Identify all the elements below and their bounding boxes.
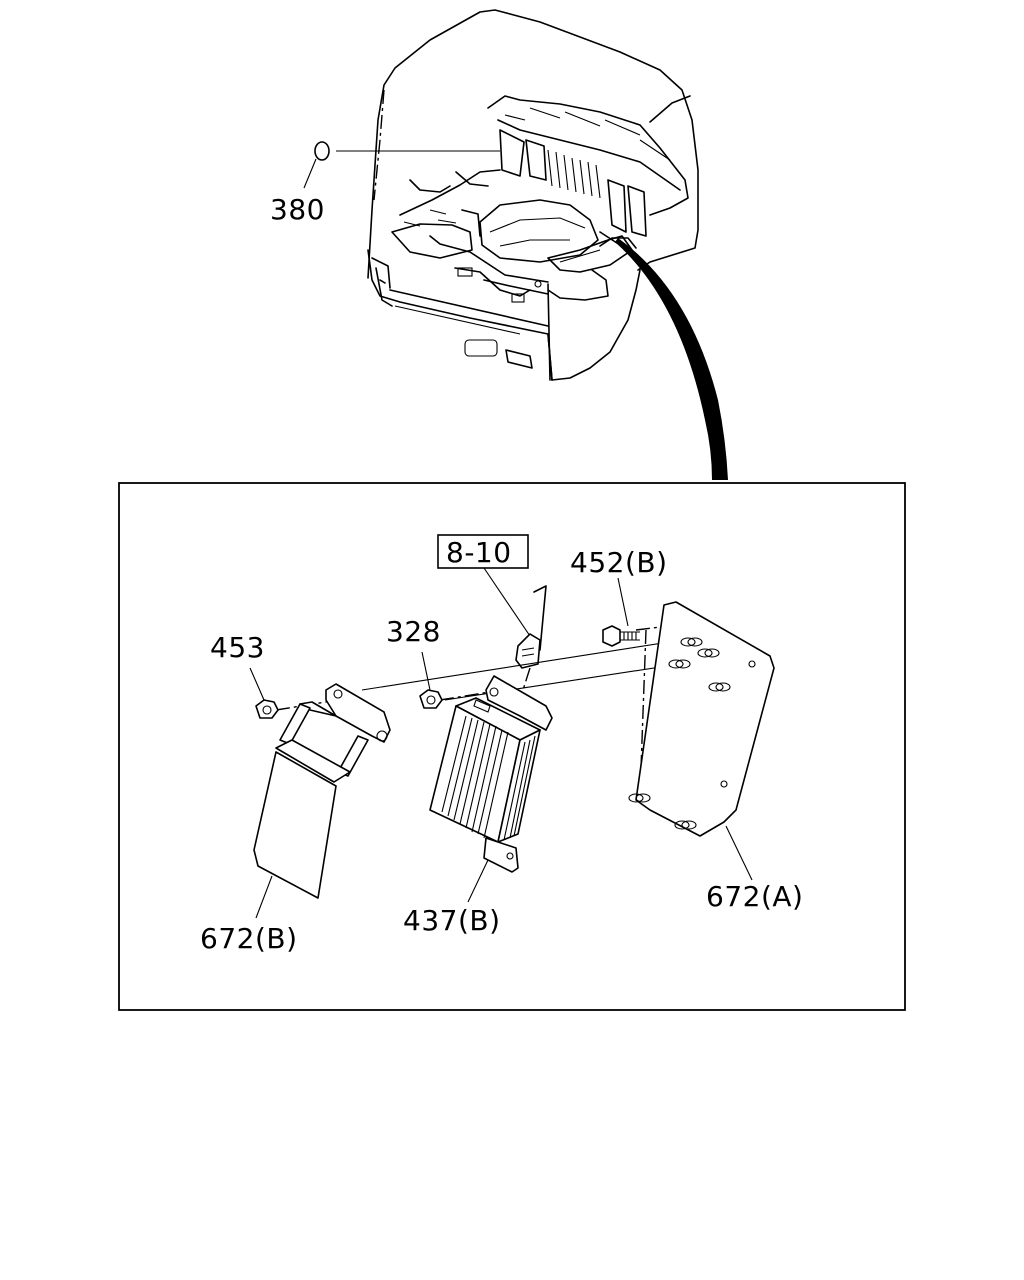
zoom-pointer bbox=[615, 238, 728, 480]
part-452b-bolt: 452(B) bbox=[570, 546, 668, 647]
label-672b: 672(B) bbox=[200, 922, 298, 955]
label-328: 328 bbox=[386, 615, 441, 648]
part-672a-plate: 672(A) bbox=[628, 601, 803, 913]
label-672a: 672(A) bbox=[706, 880, 803, 913]
alignment-line-upper bbox=[361, 639, 683, 691]
part-672b-bracket: 672(B) bbox=[200, 683, 391, 955]
part-453-nut: 453 bbox=[210, 631, 279, 719]
alignment-line-lower bbox=[444, 663, 681, 701]
label-452b: 452(B) bbox=[570, 546, 668, 579]
part-328-nut: 328 bbox=[386, 615, 443, 709]
reference-8-10: 8-10 bbox=[437, 534, 531, 637]
part-437b-module: 437(B) bbox=[403, 675, 553, 937]
detail-frame bbox=[118, 482, 906, 1011]
label-380: 380 bbox=[270, 193, 325, 226]
cab-overview bbox=[367, 9, 699, 381]
label-453: 453 bbox=[210, 631, 265, 664]
callout-380: 380 bbox=[270, 141, 500, 226]
label-437b: 437(B) bbox=[403, 904, 501, 937]
label-ref-8-10: 8-10 bbox=[446, 536, 512, 569]
connector bbox=[515, 585, 547, 713]
